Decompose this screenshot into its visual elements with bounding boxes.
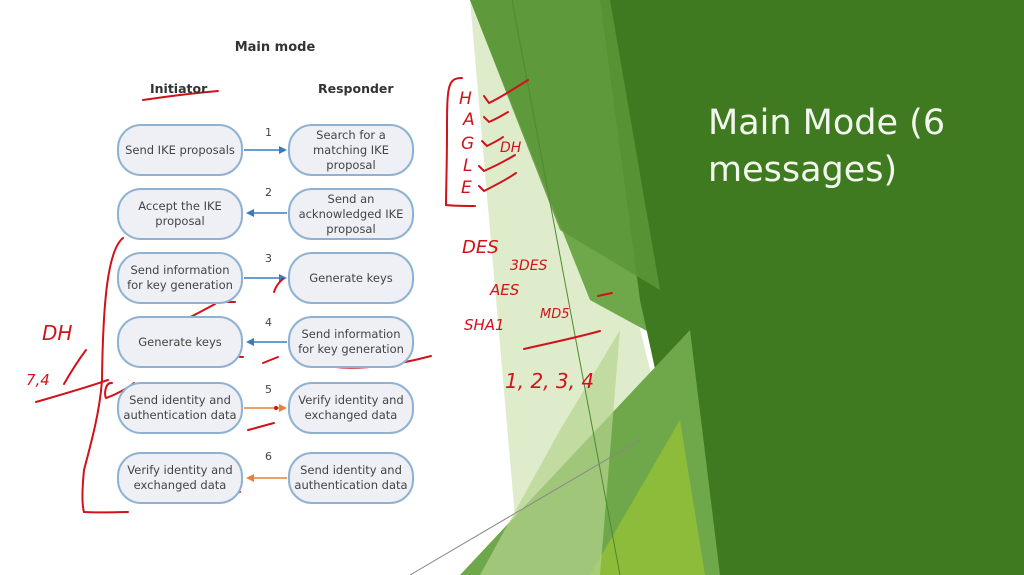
- hagle-a: A: [462, 110, 475, 130]
- initiator-box: Accept the IKE proposal: [117, 188, 243, 240]
- hagle-check-5: [478, 172, 517, 193]
- responder-box: Send an acknowledged IKE proposal: [288, 188, 414, 240]
- step-number: 4: [265, 316, 272, 329]
- slide-title: Main Mode (6 messages): [708, 103, 946, 190]
- message-numbers: 1, 2, 3, 4: [505, 369, 594, 393]
- hagle-check-2: [483, 111, 509, 124]
- step-number: 5: [265, 383, 272, 396]
- left-note-numbers: 7,4: [26, 371, 50, 389]
- initiator-box: Send information for key generation: [117, 252, 243, 304]
- algo-des: DES: [462, 237, 499, 258]
- arrow-6-head: [246, 474, 254, 482]
- green-facet-dark-top: [600, 0, 1024, 575]
- initiator-box: Send IKE proposals: [117, 124, 243, 176]
- algo-3des: 3DES: [510, 258, 548, 274]
- left-slash: [63, 349, 87, 385]
- handwritten-text: H A G L E DH DES 3DES AES SHA1 MD5 1, 2,…: [26, 89, 594, 393]
- pointer-line: [409, 439, 641, 575]
- tick-step5: [247, 422, 275, 431]
- hagle-l: L: [463, 156, 472, 176]
- hagle-h: H: [459, 89, 472, 109]
- responder-box: Verify identity and exchanged data: [288, 382, 414, 434]
- green-facet-mid2: [470, 0, 660, 290]
- initiator-box: Verify identity and exchanged data: [117, 452, 243, 504]
- green-facet-lime: [590, 420, 705, 575]
- hagle-e: E: [461, 178, 472, 198]
- responder-box: Send identity and authentication data: [288, 452, 414, 504]
- md5-dash: [597, 292, 613, 297]
- hagle-check-1: [483, 79, 529, 105]
- tick-step4: [262, 356, 279, 364]
- responder-box: Send information for key generation: [288, 316, 414, 368]
- responder-heading: Responder: [318, 81, 394, 96]
- step-number: 6: [265, 450, 272, 463]
- tick-step3: [273, 278, 284, 293]
- left-underline: [35, 379, 109, 403]
- algo-sha1: SHA1: [464, 316, 505, 334]
- step-number: 3: [265, 252, 272, 265]
- left-note-dh: DH: [42, 321, 72, 345]
- algorithm-underline: [523, 330, 601, 350]
- diagram-title: Main mode: [234, 40, 316, 55]
- hagle-g: G: [461, 134, 474, 154]
- algo-md5: MD5: [540, 307, 570, 322]
- facet-line: [511, 0, 621, 575]
- hagle-bracket: [444, 77, 476, 207]
- step-number: 2: [265, 186, 272, 199]
- hagle-dh-note: DH: [500, 140, 522, 156]
- initiator-box: Generate keys: [117, 316, 243, 368]
- arrow-4-head: [246, 338, 254, 346]
- left-bracket: [81, 237, 129, 514]
- algo-aes: AES: [489, 281, 520, 299]
- underline-initiator: [142, 90, 219, 101]
- hagle-check-3: [481, 136, 504, 148]
- arrow-2-head: [246, 209, 254, 217]
- initiator-box: Send identity and authentication data: [117, 382, 243, 434]
- initiator-heading: Initiator: [150, 81, 208, 96]
- responder-box: Generate keys: [288, 252, 414, 304]
- responder-box: Search for a matching IKE proposal: [288, 124, 414, 176]
- arrow-1-head: [279, 146, 287, 154]
- arrow-5-head: [279, 404, 287, 412]
- step-number: 1: [265, 126, 272, 139]
- pen-dot-step5: [274, 406, 278, 410]
- hagle-check-4: [478, 154, 516, 173]
